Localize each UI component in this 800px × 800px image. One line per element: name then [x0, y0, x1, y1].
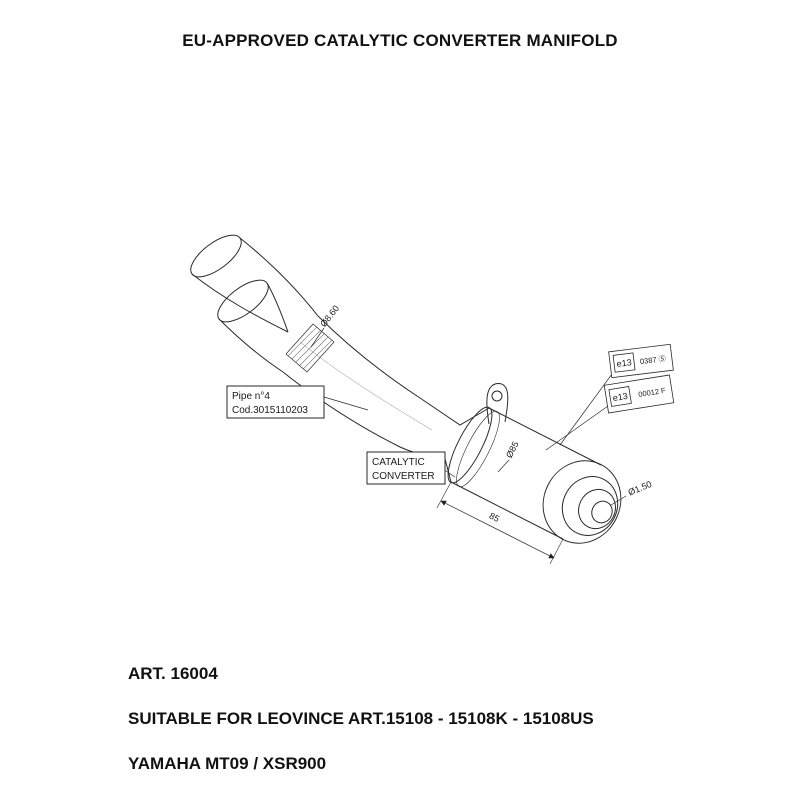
converter-label-line2: CONVERTER — [372, 471, 435, 482]
outlet-diameter-leader-line — [610, 495, 627, 506]
emark1-leader-line — [559, 373, 613, 446]
converter-label-line1: CATALYTIC — [372, 457, 425, 468]
length-dimension-line — [440, 500, 555, 559]
catalytic-converter-body — [447, 406, 622, 544]
inlet-branch-lower-top — [266, 282, 289, 333]
converter-diameter-dimension: Ø85 — [504, 440, 521, 460]
vehicle-model: YAMAHA MT09 / XSR900 — [128, 754, 327, 773]
pipe-diameter-leader-line — [310, 327, 325, 348]
outlet-diameter-dimension: Ø1.50 — [627, 479, 653, 497]
converter-length-dimension: 85 — [488, 511, 501, 524]
page-title: EU-APPROVED CATALYTIC CONVERTER MANIFOLD — [182, 31, 618, 50]
pipe-label-leader-line — [323, 396, 369, 411]
pipe-joint-hatch-band — [285, 323, 335, 373]
footer-info: ART. 16004 SUITABLE FOR LEOVINCE ART.151… — [128, 664, 594, 774]
inlet-branch-upper-bottom — [191, 273, 289, 333]
pipe-label-line1: Pipe n°4 — [232, 391, 270, 402]
pipe-label-box — [226, 385, 325, 419]
compatibility-note: SUITABLE FOR LEOVINCE ART.15108 - 15108K… — [128, 709, 594, 728]
emark1-authority: e13 — [616, 357, 632, 369]
converter-diameter-leader-line — [497, 459, 510, 473]
inlet-branch-lower-bottom — [218, 318, 284, 373]
pipe-diameter-dimension: Ø8.60 — [318, 303, 341, 328]
emark-plate-1: e13 0387 Ⓢ — [608, 343, 674, 379]
pipe-part-label: Pipe n°4 Cod.3015110203 — [226, 385, 369, 419]
length-extension-line-2 — [549, 538, 564, 565]
article-number: ART. 16004 — [128, 664, 218, 683]
emark2-authority: e13 — [612, 391, 628, 403]
emark-plate-2: e13 00012 F — [603, 374, 675, 414]
outlet-opening — [591, 500, 613, 524]
inlet-branch-upper — [239, 237, 319, 317]
outlet-ring-outer — [561, 476, 619, 536]
catalytic-converter-label: CATALYTIC CONVERTER — [366, 451, 456, 485]
mounting-tab — [486, 383, 509, 425]
outlet-ring-mid — [578, 488, 616, 530]
converter-label-box — [366, 451, 446, 485]
dimension-annotations: Ø8.60 Ø85 85 Ø1.50 — [310, 303, 653, 565]
emark2-code: 00012 F — [638, 386, 667, 399]
emark1-code: 0387 Ⓢ — [639, 354, 667, 366]
length-extension-line-1 — [436, 481, 452, 509]
pipe-label-line2: Cod.3015110203 — [232, 405, 308, 416]
mounting-tab-hole — [491, 390, 503, 402]
emark2-leader-line — [545, 405, 609, 451]
pipe-top-edge — [317, 315, 490, 426]
